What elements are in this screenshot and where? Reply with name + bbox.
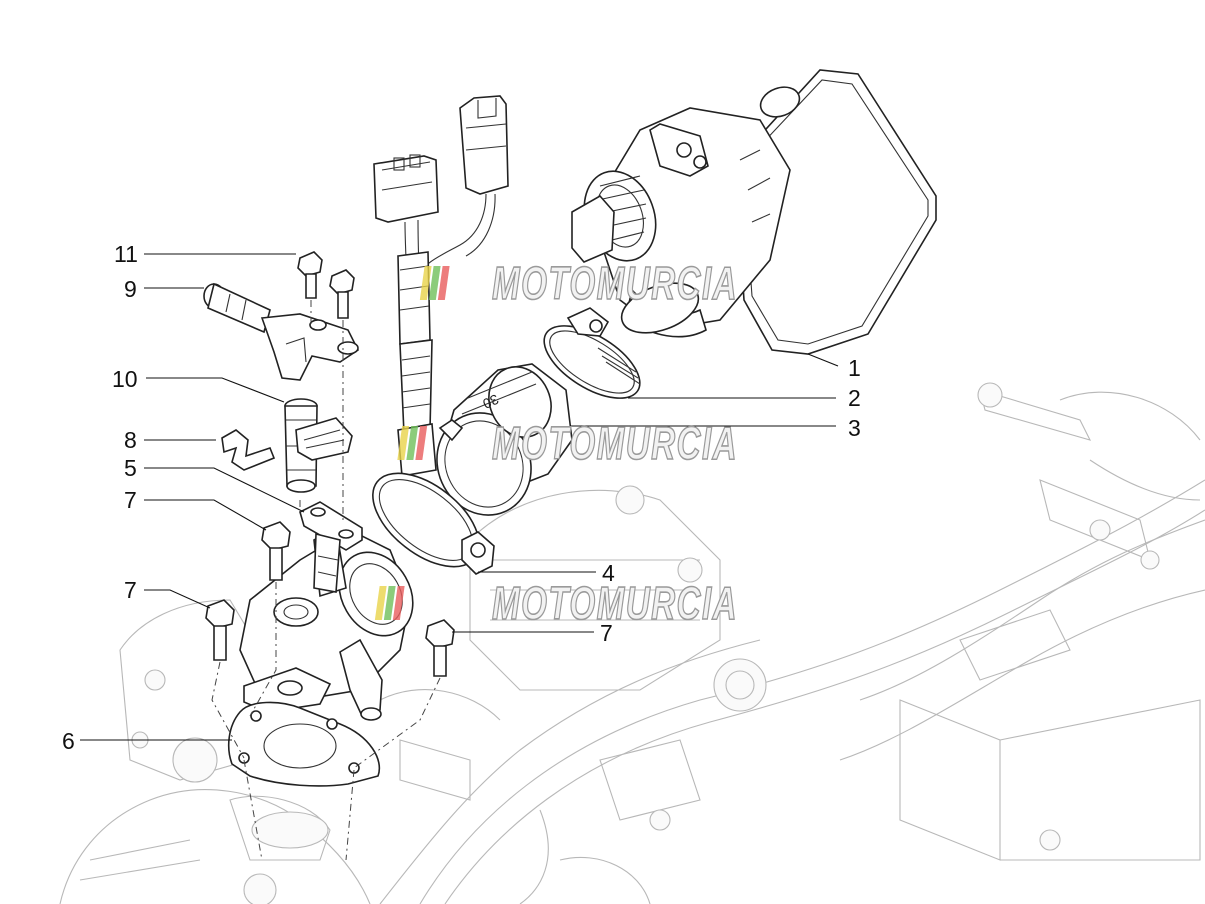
throttle-body (571, 69, 937, 355)
watermark-logo-text: MOTOMURCIA (492, 257, 738, 309)
callout-6: 6 (62, 728, 75, 754)
injector-holder-bracket (299, 501, 363, 593)
fuel-injector (284, 398, 353, 493)
watermark-stripe (374, 586, 387, 620)
callout-7b: 7 (124, 577, 137, 603)
watermark-stripe (397, 426, 410, 460)
callout-10: 10 (112, 366, 138, 392)
bolt-7c (425, 619, 455, 677)
callout-7c: 7 (600, 620, 613, 646)
hose-clamp-lower (372, 472, 495, 575)
intake-coupling: 30 (436, 363, 573, 516)
watermark-stripe (428, 266, 441, 300)
watermark-stripe (419, 266, 432, 300)
watermark-logo-text: MOTOMURCIA (492, 577, 738, 629)
callout-9: 9 (124, 276, 137, 302)
callout-5: 5 (124, 455, 137, 481)
watermark-top: MOTOMURCIA (419, 256, 738, 310)
watermark-stripe (406, 426, 419, 460)
coupling-size-marking: 30 (480, 391, 501, 412)
bolt-11a (297, 251, 323, 299)
watermark-stripe (392, 586, 405, 620)
injector-clip (221, 429, 276, 471)
manifold-gasket (227, 701, 381, 787)
callout-7a: 7 (124, 487, 137, 513)
watermark-stripe (415, 426, 428, 460)
bolt-7a (261, 521, 291, 581)
bolts (205, 251, 455, 677)
bolt-7b (205, 599, 235, 661)
watermark-stripe (383, 586, 396, 620)
callout-numbers: 1 2 3 4 5 6 7 7 7 8 9 10 11 (62, 241, 861, 754)
fuel-line-fitting (203, 282, 360, 381)
callout-1: 1 (848, 355, 861, 381)
watermark-bottom: MOTOMURCIA (374, 576, 738, 630)
leader-lines (80, 253, 839, 741)
callout-2: 2 (848, 385, 861, 411)
callout-11: 11 (114, 241, 138, 267)
callout-8: 8 (124, 427, 137, 453)
bolt-11b (329, 269, 355, 319)
assembly-axes (211, 300, 441, 861)
callout-4: 4 (602, 560, 615, 586)
watermark-logo-text: MOTOMURCIA (492, 417, 738, 469)
watermark-middle: MOTOMURCIA (397, 416, 738, 470)
callout-3: 3 (848, 415, 861, 441)
hose-clamp-upper (543, 307, 641, 399)
watermark-stripe (437, 266, 450, 300)
